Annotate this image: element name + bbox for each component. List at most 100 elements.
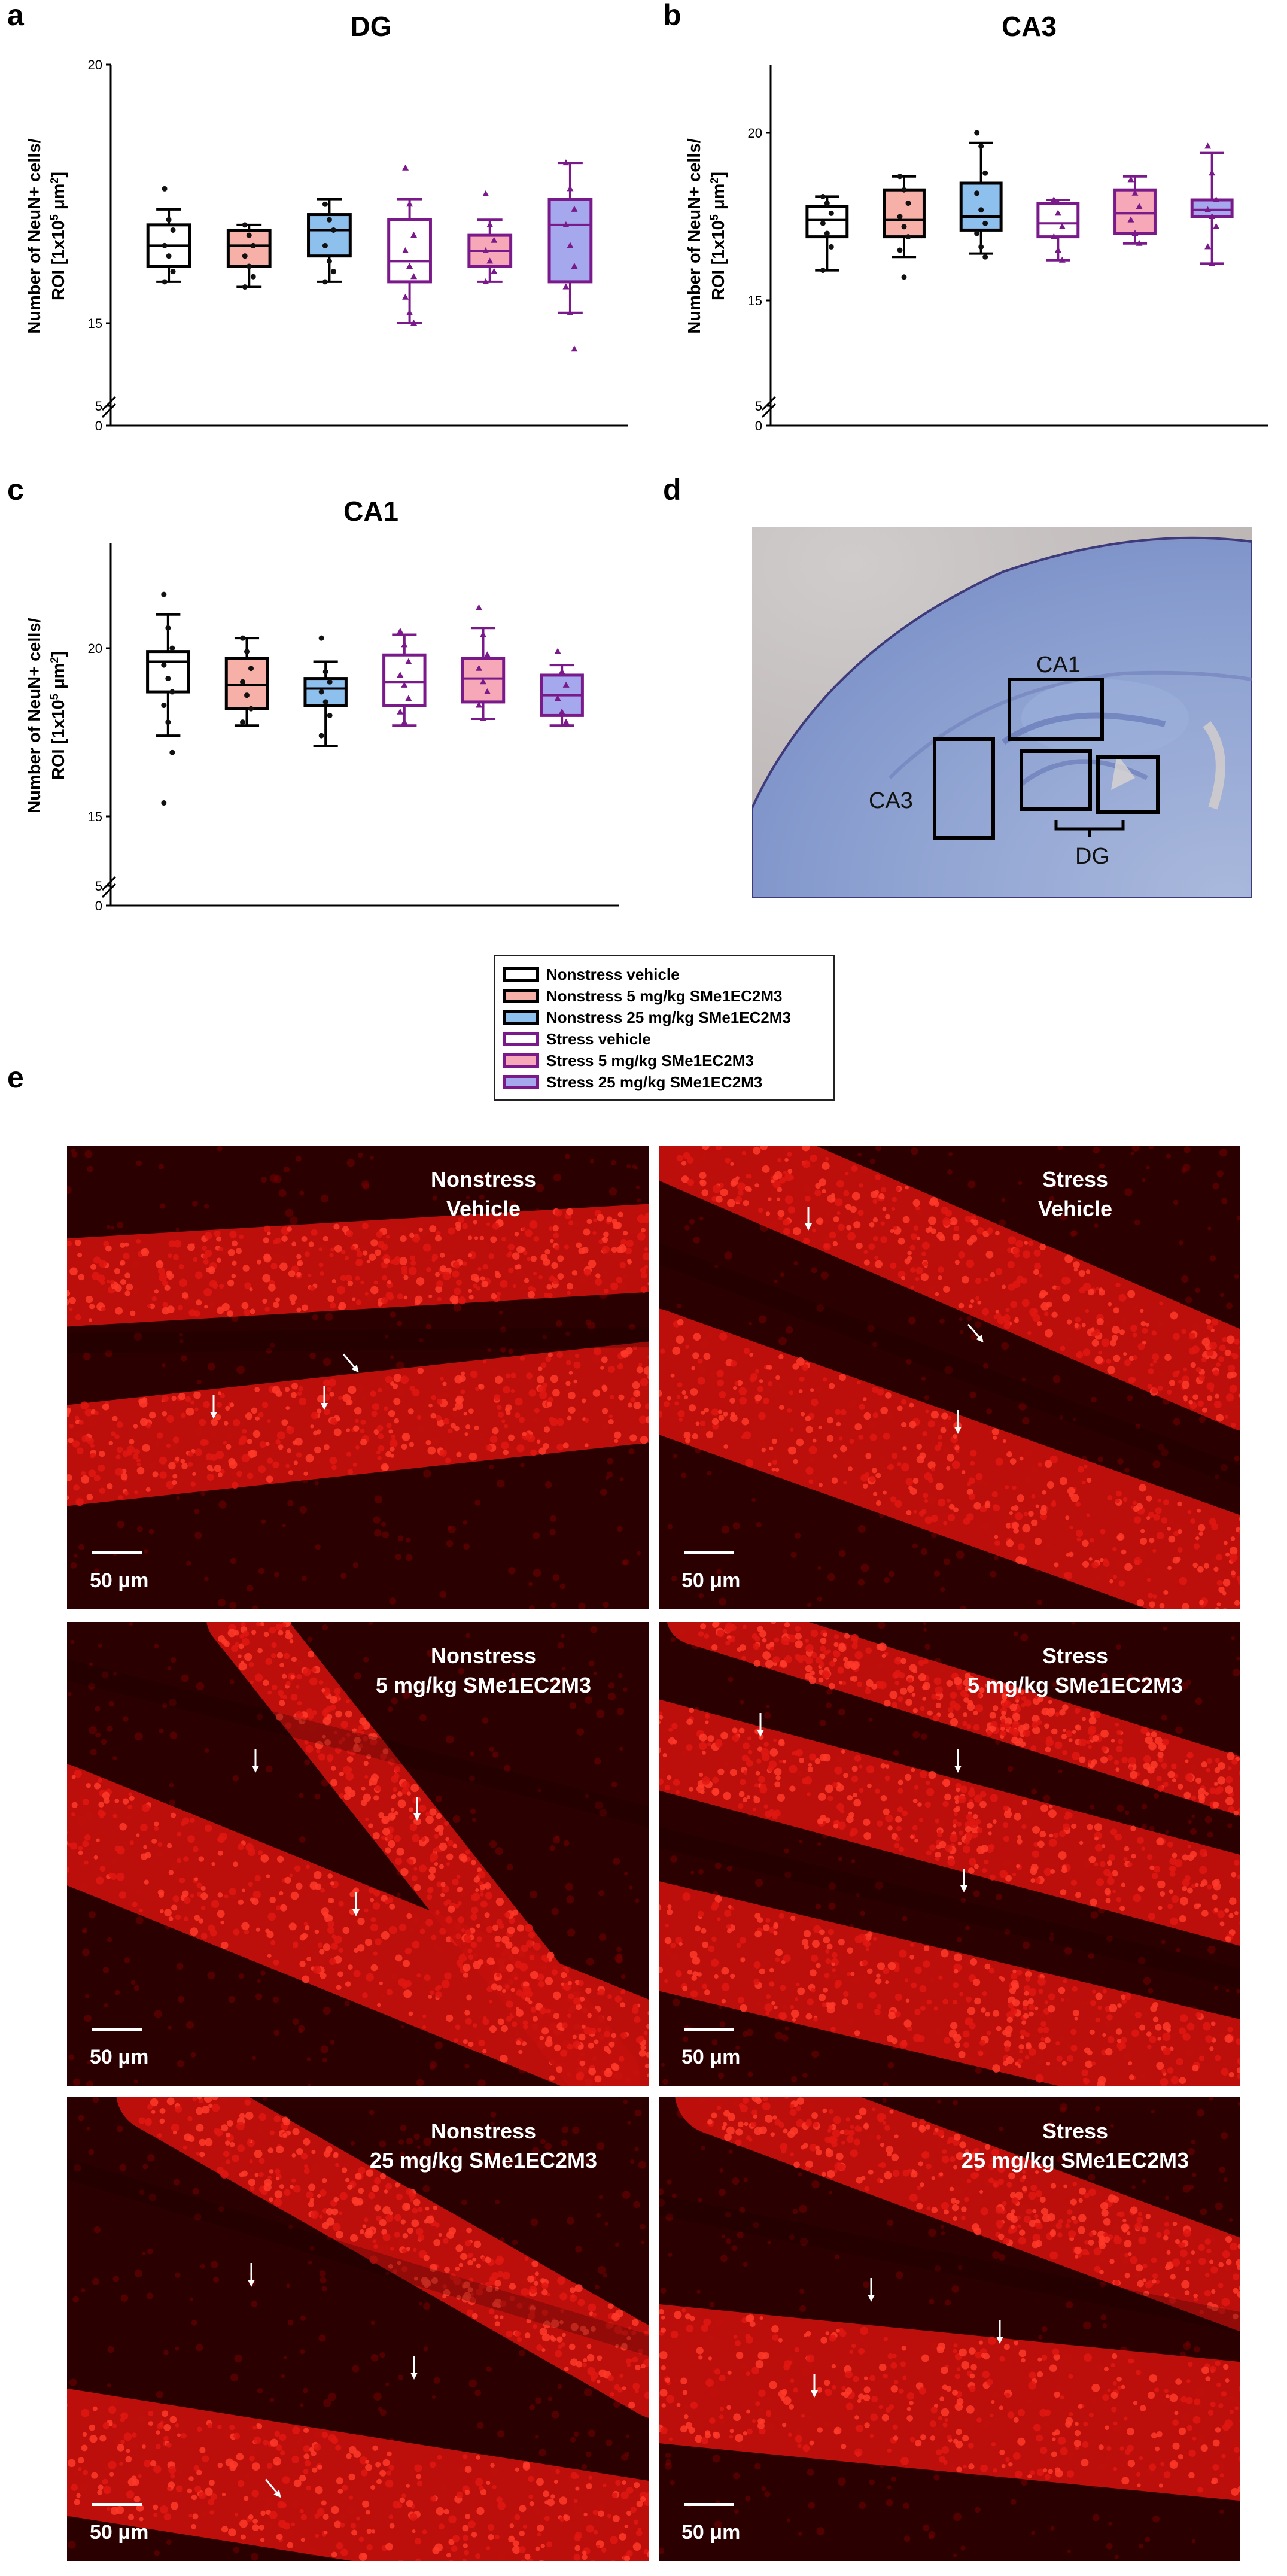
background-cell [84,1994,90,1999]
neuron-cell [900,1658,906,1664]
neuron-cell [1139,1484,1147,1492]
arrow-icon [252,1749,259,1773]
background-cell [425,1323,432,1330]
neuron-cell [753,1643,760,1650]
neuron-cell [768,1980,775,1987]
background-cell [1149,1825,1155,1831]
legend-item: Stress vehicle [503,1028,825,1050]
neuron-cell [827,1795,833,1802]
neuron-cell [1008,1283,1015,1291]
neuron-cell [238,1899,244,1906]
background-cell [508,1200,516,1208]
neuron-cell [597,2028,602,2033]
neuron-cell [1169,1866,1175,1872]
neuron-cell [431,1934,437,1940]
neuron-cell [1062,1293,1070,1302]
neuron-cell [897,1462,902,1466]
background-cell [911,1147,918,1155]
neuron-cell [549,1226,553,1231]
neuron-cell [426,1266,431,1272]
data-point [901,274,907,280]
background-cell [681,1472,687,1478]
box [883,188,926,239]
neuron-cell [269,1627,276,1634]
background-cell [395,1553,402,1560]
neuron-cell [959,1992,964,1997]
neuron-cell [178,1393,186,1401]
neuron-cell [1068,1738,1073,1743]
neuron-cell [287,1448,291,1453]
neuron-cell [795,1654,801,1660]
background-cell [432,1195,437,1201]
data-point [402,293,409,300]
neuron-cell [1239,1921,1240,1926]
neuron-cell [1094,1836,1099,1841]
neuron-cell [1032,1721,1039,1729]
neuron-cell [1163,1499,1169,1506]
neuron-cell [1151,1330,1157,1336]
neuron-cell [914,1785,919,1790]
neuron-cell [1140,1538,1148,1545]
y-axis-label-line1: Number of NeuN+ cells/ [685,138,704,333]
neuron-cell [352,1462,357,1467]
y-axis-label-line2: ROI [1x105 μm2] [48,172,68,300]
neuron-cell [224,1421,229,1426]
neuron-cell [1074,2016,1078,2021]
neuron-cell [355,1445,360,1450]
neuron-cell [823,1632,827,1638]
neuron-cell [853,1221,861,1229]
neuron-cell [225,1405,230,1411]
neuron-cell [1234,1339,1240,1345]
background-cell [626,1164,631,1169]
background-cell [923,1622,927,1626]
neuron-cell [787,1206,795,1214]
neuron-cell [1225,1785,1233,1794]
neuron-cell [168,1240,176,1247]
neuron-cell [142,1444,150,1452]
neuron-cell [216,1236,222,1242]
neuron-cell [642,1216,649,1223]
neuron-cell [895,1837,900,1842]
neuron-cell [896,1825,902,1831]
data-point [397,627,404,634]
neuron-cell [1143,1755,1151,1763]
neuron-cell [967,1789,976,1797]
neuron-cell [1100,1529,1106,1535]
neuron-cell [377,2003,381,2007]
neuron-cell [255,1927,260,1932]
neuron-cell [512,2021,518,2027]
neuron-cell [774,1637,780,1643]
neuron-cell [544,2039,553,2048]
neuron-cell [278,1690,284,1696]
neuron-cell [897,1788,903,1794]
background-cell [162,1703,168,1708]
neuron-cell [276,1905,282,1911]
neuron-cell [632,1381,640,1389]
neuron-cell [1226,1752,1235,1760]
neuron-cell [938,1435,943,1440]
neuron-cell [1029,1308,1037,1316]
neuron-cell [732,1734,740,1742]
neuron-cell [902,1216,910,1223]
neuron-cell [729,1769,737,1776]
neuron-cell [504,1912,510,1918]
data-point [484,651,491,658]
neuron-cell [1119,1906,1125,1912]
neuron-cell [784,1622,790,1628]
neuron-cell [823,1377,827,1382]
neuron-cell [765,1660,774,1668]
data-point [161,800,167,806]
background-cell [599,1809,607,1817]
neuron-cell [609,1395,614,1400]
background-cell [1142,1178,1146,1183]
neuron-cell [252,1891,261,1899]
neuron-cell [1228,1913,1234,1919]
background-cell [1181,1168,1187,1174]
neuron-cell [927,1461,936,1469]
neuron-cell [526,1372,533,1380]
background-cell [252,2056,257,2061]
neuron-cell [1012,1969,1017,1973]
neuron-cell [859,1404,865,1410]
neuron-cell [463,1412,467,1416]
neuron-cell [880,1763,886,1769]
